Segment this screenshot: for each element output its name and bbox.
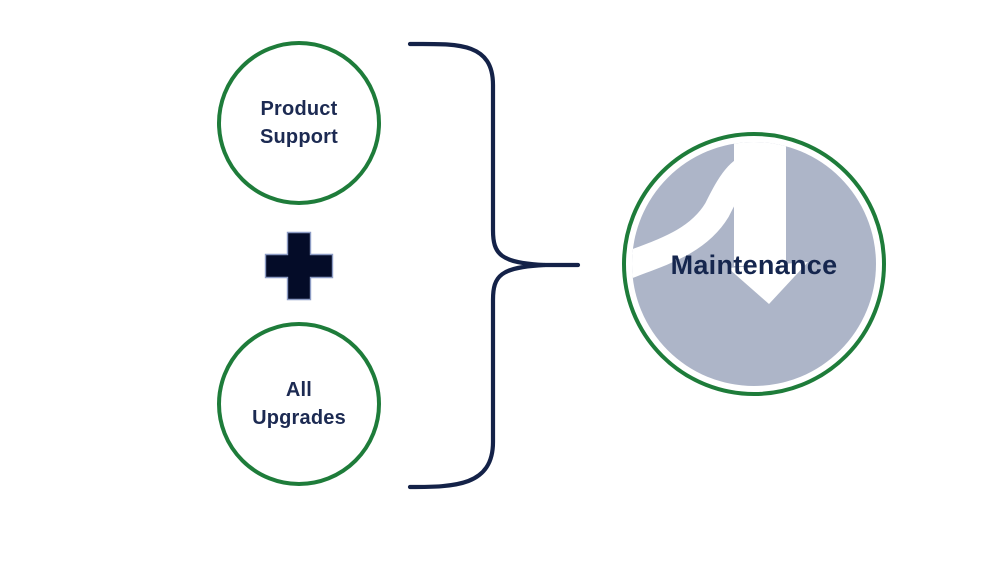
plus-operator: [264, 231, 334, 301]
arrow-head: [728, 262, 808, 304]
maintenance-label: Maintenance: [670, 250, 838, 280]
all-upgrades-label-line2: Upgrades: [252, 407, 346, 429]
curly-brace-right-icon: [407, 41, 581, 490]
plus-icon: [264, 231, 334, 301]
maintenance-circle: [618, 128, 890, 400]
curly-brace: [400, 35, 590, 500]
circular-arrow-icon: [632, 142, 808, 304]
product-support-label-line2: Support: [259, 126, 339, 148]
product-support-circle: Product Support: [217, 41, 381, 205]
brace-path: [407, 41, 546, 490]
maintenance-circle-graphic: [622, 132, 886, 396]
all-upgrades-label-line1: All: [285, 379, 313, 401]
product-support-label-line1: Product: [260, 98, 338, 120]
plus-shape: [264, 231, 334, 301]
all-upgrades-circle: All Upgrades: [217, 322, 381, 486]
